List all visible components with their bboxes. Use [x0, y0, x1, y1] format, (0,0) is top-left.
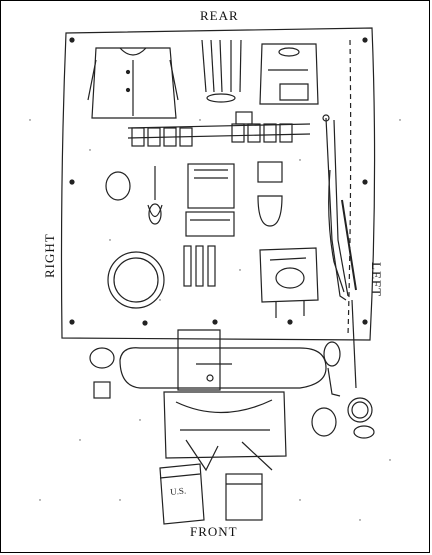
pouch-mark: U.S.	[170, 485, 187, 497]
small-tin	[93, 381, 111, 399]
stipple-texture	[29, 119, 401, 521]
mess-plate	[107, 251, 165, 309]
folded-shirt	[87, 47, 179, 119]
label-rear: REAR	[200, 8, 239, 23]
folded-clothing	[259, 43, 319, 105]
toilet-kit	[257, 161, 283, 183]
blanket-grommets	[69, 37, 368, 326]
us-pouch	[159, 463, 205, 525]
soap-dish	[105, 171, 131, 201]
coiled-tent-rope	[323, 341, 341, 397]
rifle	[322, 114, 357, 301]
meat-can	[347, 397, 373, 423]
blanket-fold-line	[347, 39, 352, 336]
full-pack	[119, 329, 327, 472]
shelter-half	[60, 27, 376, 341]
haversack	[259, 247, 319, 318]
label-front: FRONT	[190, 524, 238, 539]
mess-utensils	[147, 166, 163, 225]
cartridge-clips	[183, 245, 216, 287]
tent-pole	[351, 299, 357, 389]
cup-bottom	[353, 425, 375, 439]
cartridge-belt	[127, 111, 311, 147]
coiled-rope	[89, 347, 115, 369]
canteen-cover	[257, 195, 283, 227]
canteen	[311, 407, 337, 437]
meat-can-inner	[351, 401, 369, 419]
ration-pack	[185, 163, 235, 237]
tent-pegs	[201, 39, 242, 103]
towel	[225, 473, 263, 521]
